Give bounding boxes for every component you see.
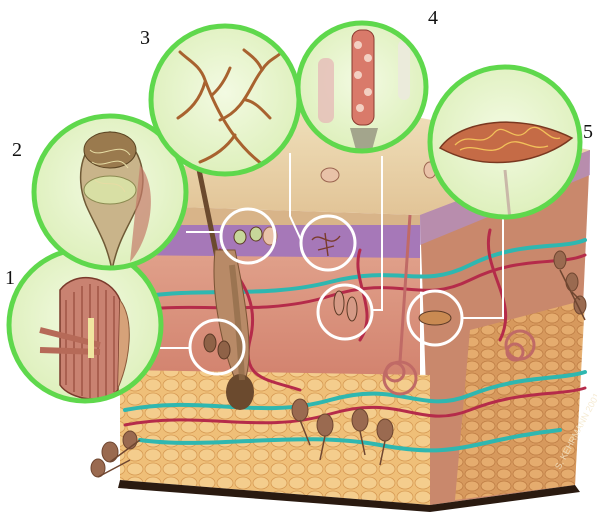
label-5: 5 (583, 122, 593, 142)
inset-1 (9, 249, 161, 401)
inset-3 (151, 26, 299, 174)
inset-5 (430, 67, 580, 220)
inset-4 (298, 23, 426, 151)
label-3: 3 (140, 28, 150, 48)
label-1: 1 (5, 268, 15, 288)
label-2: 2 (12, 140, 22, 160)
label-4: 4 (428, 8, 438, 28)
